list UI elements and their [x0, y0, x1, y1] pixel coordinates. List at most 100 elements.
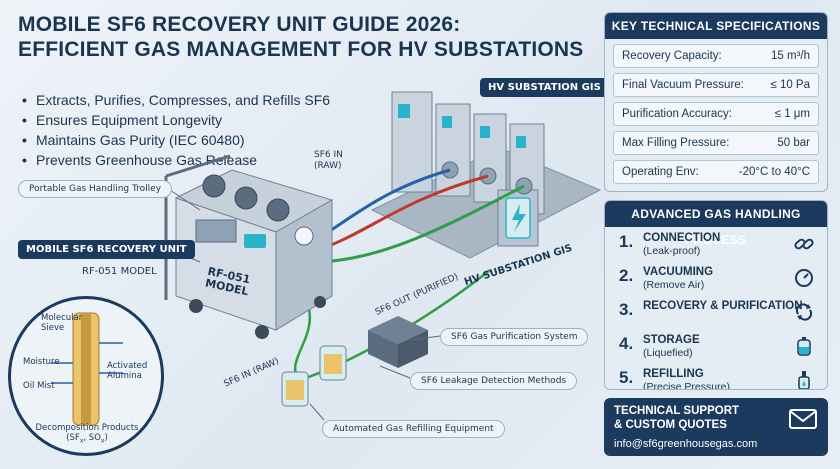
recycle-icon: [795, 303, 813, 321]
gauge-icon: [795, 269, 813, 287]
gis-bay: [435, 103, 471, 197]
decomp-sub: x: [79, 437, 84, 445]
hv-gis-tag: HV SUBSTATION GIS: [480, 78, 609, 97]
spec-row: Purification Accuracy: ≤ 1 μm: [613, 102, 819, 126]
moisture-label: Moisture: [23, 357, 60, 367]
sieve-core: [81, 313, 91, 425]
step-subtitle: (Precise Pressure): [643, 381, 730, 390]
specs-panel: KEY TECHNICAL SPECIFICATIONS Recovery Ca…: [604, 12, 828, 192]
dropper-icon: [798, 371, 810, 389]
title-line-2: EFFICIENT GAS MANAGEMENT FOR HV SUBSTATI…: [18, 38, 584, 61]
wheel-icon: [189, 299, 203, 313]
molecular-sieve-label: Molecular Sieve: [41, 313, 82, 333]
model-label: RF-051 MODEL: [82, 266, 157, 277]
decomp-part: ): [104, 433, 108, 443]
oil-mist-label: Oil Mist: [23, 381, 55, 391]
feature-item: Extracts, Purifies, Compresses, and Refi…: [22, 90, 362, 110]
tank-icon: [797, 337, 811, 356]
step-title: STORAGE: [643, 334, 700, 346]
trolley-callout: Portable Gas Handling Trolley: [18, 180, 173, 198]
unit-tag: MOBILE SF6 RECOVERY UNIT: [18, 240, 195, 259]
support-title: TECHNICAL SUPPORT & CUSTOM QUOTES: [614, 404, 784, 432]
gis-indicator: [398, 104, 410, 118]
alumina-line2: Alumina: [107, 371, 142, 381]
filter-cross-section: [51, 312, 123, 426]
gis-bays: [391, 91, 545, 247]
step-number: 3.: [619, 300, 634, 319]
module-side: [398, 330, 428, 368]
spec-value: 15 m³/h: [771, 50, 810, 62]
spec-row: Recovery Capacity: 15 m³/h: [613, 44, 819, 68]
gis-indicator: [480, 126, 490, 138]
leader-line: [169, 189, 201, 211]
sf6-in-top-line2: (RAW): [314, 161, 342, 171]
process-step: 4. STORAGE (Liquefied): [613, 331, 819, 363]
activated-alumina-label: Activated Alumina: [107, 361, 147, 381]
gis-indicator: [442, 116, 452, 128]
step-title: RECOVERY & PURIFICATION: [643, 300, 803, 312]
step-title: VACUUMING: [643, 266, 714, 278]
filter-lens: Molecular Sieve Moisture Oil Mist Activa…: [8, 296, 164, 456]
decomp-line1: Decomposition Products: [35, 423, 139, 433]
decomp-line2: (SFx, SOx): [27, 433, 147, 447]
process-step: 5. REFILLING (Precise Pressure): [613, 365, 819, 390]
fan-icon: [266, 198, 290, 222]
filter-canisters: [281, 345, 347, 407]
step-subtitle: (Leak-proof): [643, 245, 701, 257]
feature-item: Ensures Equipment Longevity: [22, 110, 362, 130]
spec-row: Max Filling Pressure: 50 bar: [613, 131, 819, 155]
support-email-link[interactable]: info@sf6greenhousegas.com: [614, 438, 758, 450]
spec-label: Purification Accuracy:: [622, 108, 732, 120]
step-subtitle: (Remove Air): [643, 279, 705, 291]
decomp-sub: x: [100, 437, 105, 445]
purification-module: [368, 316, 428, 368]
spec-value: ≤ 10 Pa: [770, 79, 810, 91]
green-hose: [317, 184, 525, 264]
filter-element: [286, 380, 304, 400]
step-number: 1.: [619, 232, 634, 251]
purification-callout: SF6 Gas Purification System: [440, 328, 589, 346]
decomp-part: , SO: [83, 433, 101, 443]
spec-label: Final Vacuum Pressure:: [622, 79, 744, 91]
wheel-icon: [255, 325, 269, 339]
process-step: 3. RECOVERY & PURIFICATION: [613, 297, 819, 329]
step-number: 2.: [619, 266, 634, 285]
support-line1: TECHNICAL SUPPORT: [614, 405, 740, 417]
recovery-unit: [164, 154, 334, 339]
spec-row: Final Vacuum Pressure: ≤ 10 Pa: [613, 73, 819, 97]
gis-indicator: [516, 136, 526, 148]
filter-element: [324, 354, 342, 374]
step-title: CONNECTION: [643, 232, 721, 244]
step-title: REFILLING: [643, 368, 704, 380]
fan-icon: [202, 174, 226, 198]
red-hose: [317, 174, 489, 252]
specs-title: KEY TECHNICAL SPECIFICATIONS: [605, 13, 827, 39]
spec-value: 50 bar: [777, 137, 810, 149]
alumina-line1: Activated: [107, 361, 148, 371]
leader-line: [309, 403, 325, 421]
support-box[interactable]: TECHNICAL SUPPORT & CUSTOM QUOTES info@s…: [604, 398, 828, 456]
spec-value: ≤ 1 μm: [774, 108, 810, 120]
decomposition-label: Decomposition Products (SFx, SOx): [27, 423, 147, 447]
control-screen: [244, 234, 266, 248]
step-number: 4.: [619, 334, 634, 353]
spec-label: Operating Env:: [622, 166, 699, 178]
step-subtitle: (Liquefied): [643, 347, 693, 359]
sf6-in-top-line1: SF6 IN: [314, 150, 343, 160]
step-number: 5.: [619, 368, 634, 387]
leakage-callout: SF6 Leakage Detection Methods: [410, 372, 578, 390]
vent-grille: [195, 219, 237, 243]
leader-line: [379, 365, 411, 379]
title-line-1: MOBILE SF6 RECOVERY UNIT GUIDE 2026:: [18, 13, 461, 36]
chain-link-icon: [794, 238, 814, 250]
support-line2: & CUSTOM QUOTES: [614, 419, 727, 431]
molecular-line2: Sieve: [41, 323, 65, 333]
process-panel: ADVANCED GAS HANDLING PROCESS 1. CONNECT…: [604, 200, 828, 390]
spec-label: Recovery Capacity:: [622, 50, 722, 62]
wheel-icon: [314, 296, 326, 308]
envelope-icon: [789, 409, 817, 429]
page-title: MOBILE SF6 RECOVERY UNIT GUIDE 2026: EFF…: [18, 12, 588, 62]
spec-label: Max Filling Pressure:: [622, 137, 730, 149]
lightning-icon: [512, 204, 526, 232]
